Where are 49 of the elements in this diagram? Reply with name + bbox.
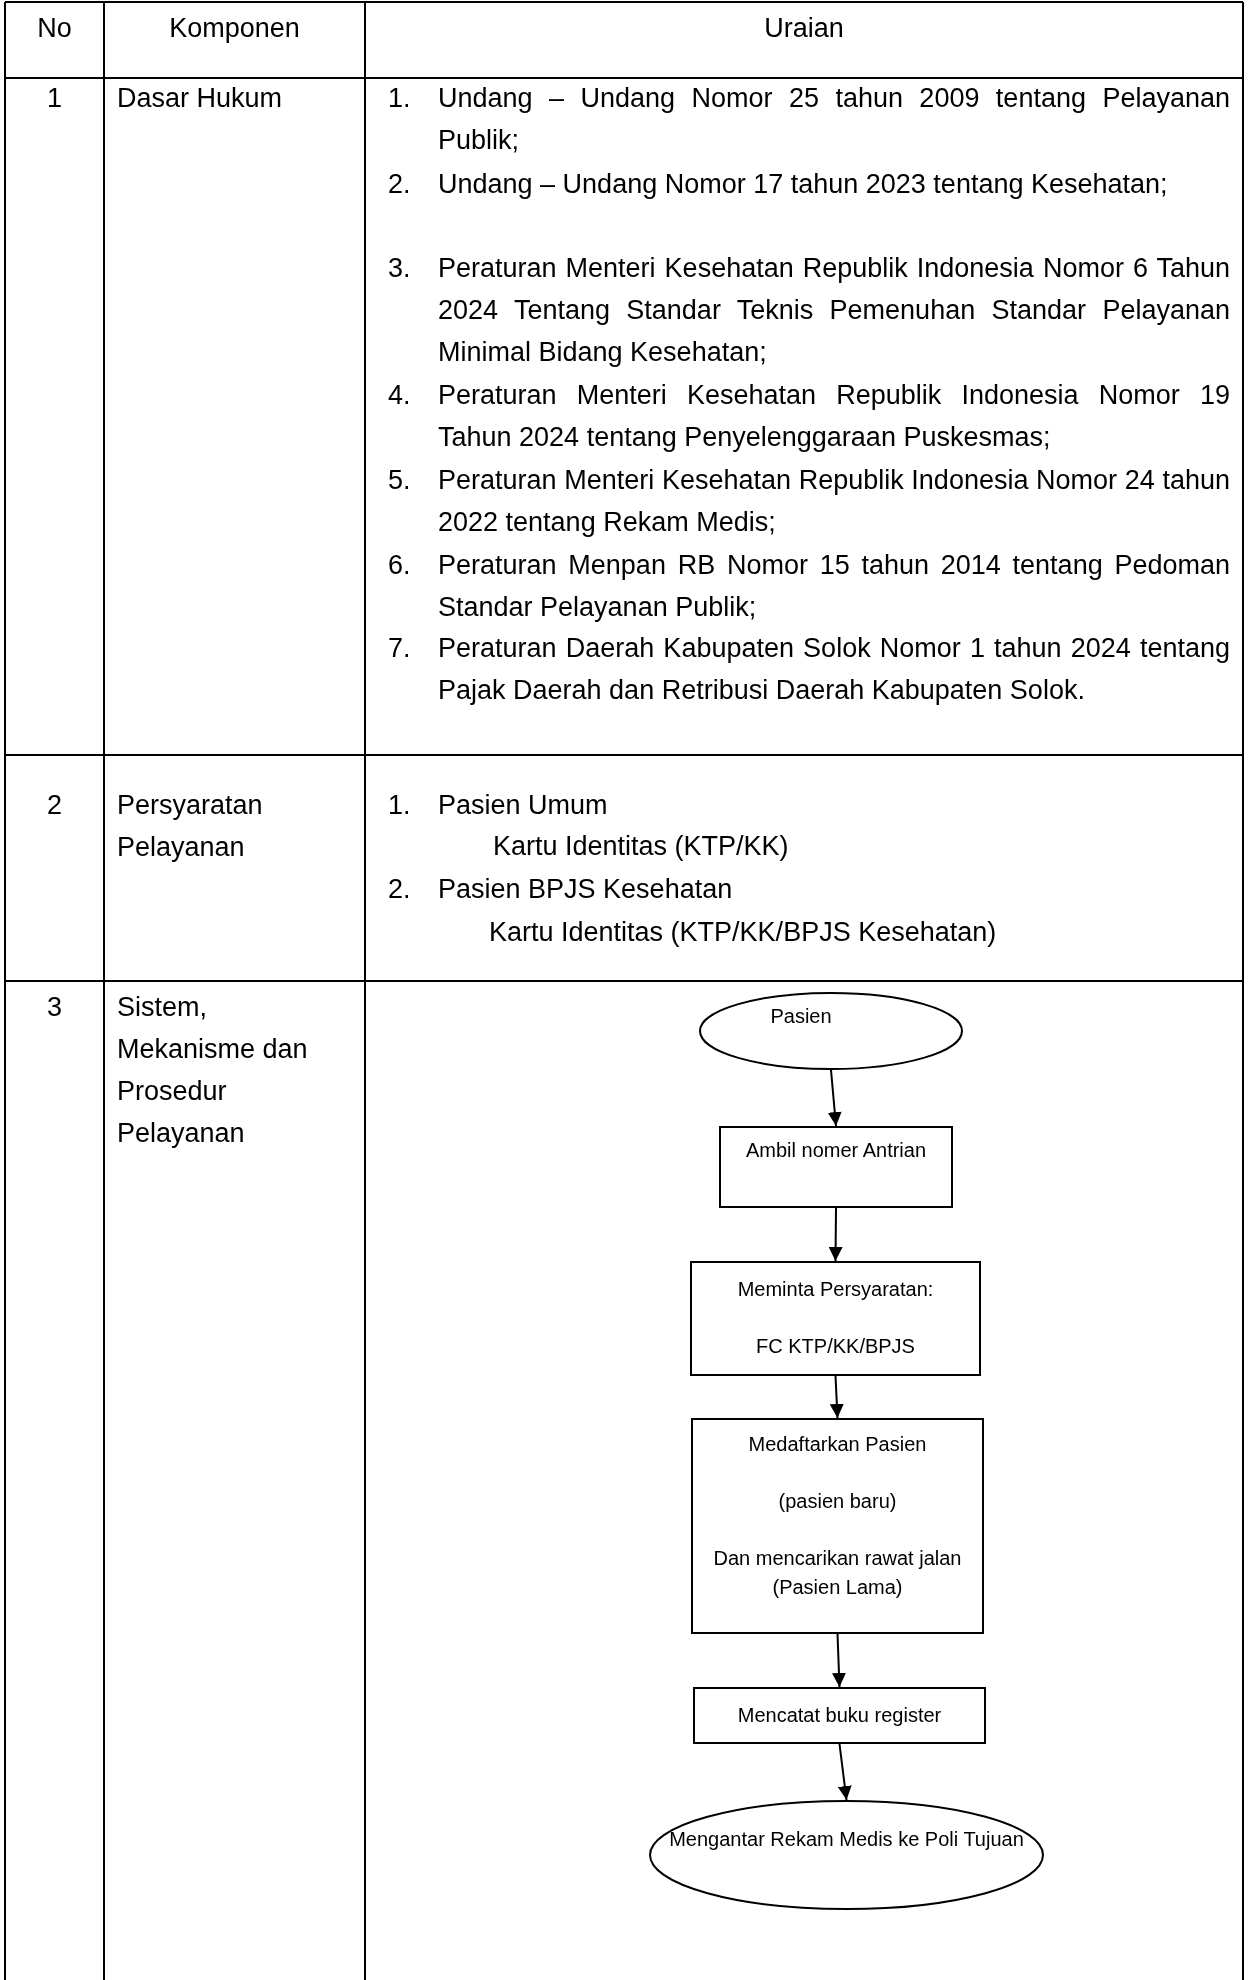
node-text: FC KTP/KK/BPJS	[755, 1334, 916, 1359]
node-text: Ambil nomer Antrian	[744, 1138, 928, 1163]
row-number: 2	[46, 789, 63, 822]
node-text: Mencatat buku register	[736, 1703, 943, 1728]
process-box	[691, 1418, 984, 1634]
requirement-text: Kartu Identitas (KTP/KK)	[493, 830, 790, 863]
node-text: (pasien baru)	[777, 1489, 898, 1514]
node-text: Pasien	[770, 1004, 833, 1029]
list-number: 1.	[388, 82, 412, 115]
arrow	[832, 1633, 846, 1688]
requirement-text: Kartu Identitas (KTP/KK/BPJS Kesehatan)	[489, 916, 998, 949]
terminal-ellipse	[649, 1800, 1044, 1910]
arrow	[827, 1069, 842, 1127]
arrow	[829, 1375, 844, 1419]
column-header: Uraian	[763, 12, 845, 45]
legal-basis-item: Undang – Undang Nomor 25 tahun 2009 tentang Pelayanan Publik;	[438, 82, 1230, 157]
component-name: Persyaratan Pelayanan	[117, 789, 264, 864]
list-number: 4.	[388, 379, 412, 412]
row-number: 3	[46, 991, 63, 1024]
component-name: Sistem, Mekanisme dan Prosedur Pelayanan	[117, 991, 309, 1150]
legal-basis-item: Peraturan Menteri Kesehatan Republik Indonesia Nomor 19 Tahun 2024 tentang Penyelenggaraan Puskesmas;	[438, 379, 1230, 454]
row-number: 1	[46, 82, 63, 115]
list-number: 2.	[388, 873, 412, 906]
legal-basis-item: Peraturan Menteri Kesehatan Republik Indonesia Nomor 6 Tahun 2024 Tentang Standar Teknis Pemenuhan Standar Pelayanan Minimal Bidang Kesehatan;	[438, 252, 1230, 369]
process-box	[690, 1261, 981, 1376]
column-header: Komponen	[168, 12, 301, 45]
node-text: Dan mencarikan rawat jalan (Pasien Lama)	[712, 1546, 963, 1600]
arrow	[828, 1207, 843, 1262]
legal-basis-item: Peraturan Menpan RB Nomor 15 tahun 2014 tentang Pedoman Standar Pelayanan Publik;	[438, 549, 1230, 624]
list-number: 1.	[388, 789, 412, 822]
node-text: Meminta Persyaratan:	[736, 1277, 935, 1302]
requirement-item: Pasien Umum	[438, 789, 609, 822]
legal-basis-item: Peraturan Daerah Kabupaten Solok Nomor 1 tahun 2024 tentang Pajak Daerah dan Retribusi Daerah Kabupaten Solok.	[438, 632, 1230, 707]
column-header: No	[36, 12, 73, 45]
list-number: 3.	[388, 252, 412, 285]
list-number: 6.	[388, 549, 412, 582]
node-text: Mengantar Rekam Medis ke Poli Tujuan	[668, 1827, 1025, 1852]
legal-basis-item: Peraturan Menteri Kesehatan Republik Indonesia Nomor 24 tahun 2022 tentang Rekam Medis;	[438, 464, 1230, 539]
terminal-ellipse	[699, 992, 963, 1070]
process-box	[693, 1687, 986, 1744]
process-box	[719, 1126, 953, 1208]
list-number: 5.	[388, 464, 412, 497]
list-number: 7.	[388, 632, 412, 665]
component-name: Dasar Hukum	[117, 82, 284, 115]
arrow	[837, 1743, 852, 1801]
legal-basis-item: Undang – Undang Nomor 17 tahun 2023 tentang Kesehatan;	[438, 168, 1169, 201]
list-number: 2.	[388, 168, 412, 201]
requirement-item: Pasien BPJS Kesehatan	[438, 873, 734, 906]
node-text: Medaftarkan Pasien	[747, 1432, 928, 1457]
